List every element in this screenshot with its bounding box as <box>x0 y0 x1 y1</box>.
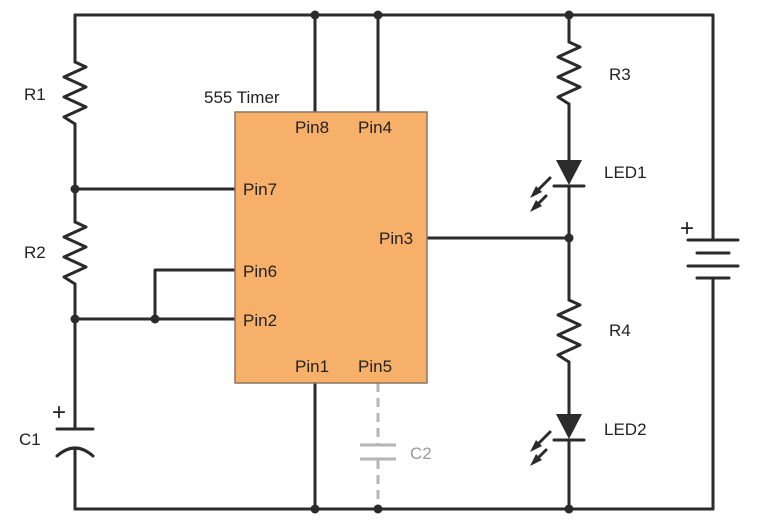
led1-symbol <box>530 160 586 212</box>
r2-label: R2 <box>24 243 46 262</box>
wire-pin6 <box>153 268 237 321</box>
led2-symbol <box>530 414 586 466</box>
resistor-r2 <box>62 220 88 286</box>
pin8-label: Pin8 <box>295 118 329 137</box>
pin1-label: Pin1 <box>295 357 329 376</box>
r1-label: R1 <box>24 85 46 104</box>
resistor-r1 <box>62 60 88 126</box>
led1-label: LED1 <box>604 163 647 182</box>
c1-plus-sign: + <box>52 399 66 426</box>
capacitor-c1 <box>55 427 95 458</box>
pin4-label: Pin4 <box>358 118 392 137</box>
wires <box>73 13 715 511</box>
pin2-label: Pin2 <box>243 311 277 330</box>
pin7-label: Pin7 <box>243 180 277 199</box>
resistor-r3 <box>556 40 582 106</box>
pin6-label: Pin6 <box>243 262 277 281</box>
capacitor-c2 <box>360 383 396 509</box>
c2-label: C2 <box>410 444 432 463</box>
resistor-r4 <box>556 298 582 364</box>
pin5-label: Pin5 <box>358 357 392 376</box>
timer-chip-body <box>234 111 428 384</box>
led2-label: LED2 <box>604 420 647 439</box>
junctions <box>70 10 574 514</box>
c1-label: C1 <box>19 430 41 449</box>
battery-symbol <box>686 238 740 280</box>
pin3-label: Pin3 <box>379 229 413 248</box>
chip-title: 555 Timer <box>204 88 280 107</box>
r3-label: R3 <box>609 65 631 84</box>
battery-plus-sign: + <box>680 215 694 242</box>
r4-label: R4 <box>609 321 631 340</box>
